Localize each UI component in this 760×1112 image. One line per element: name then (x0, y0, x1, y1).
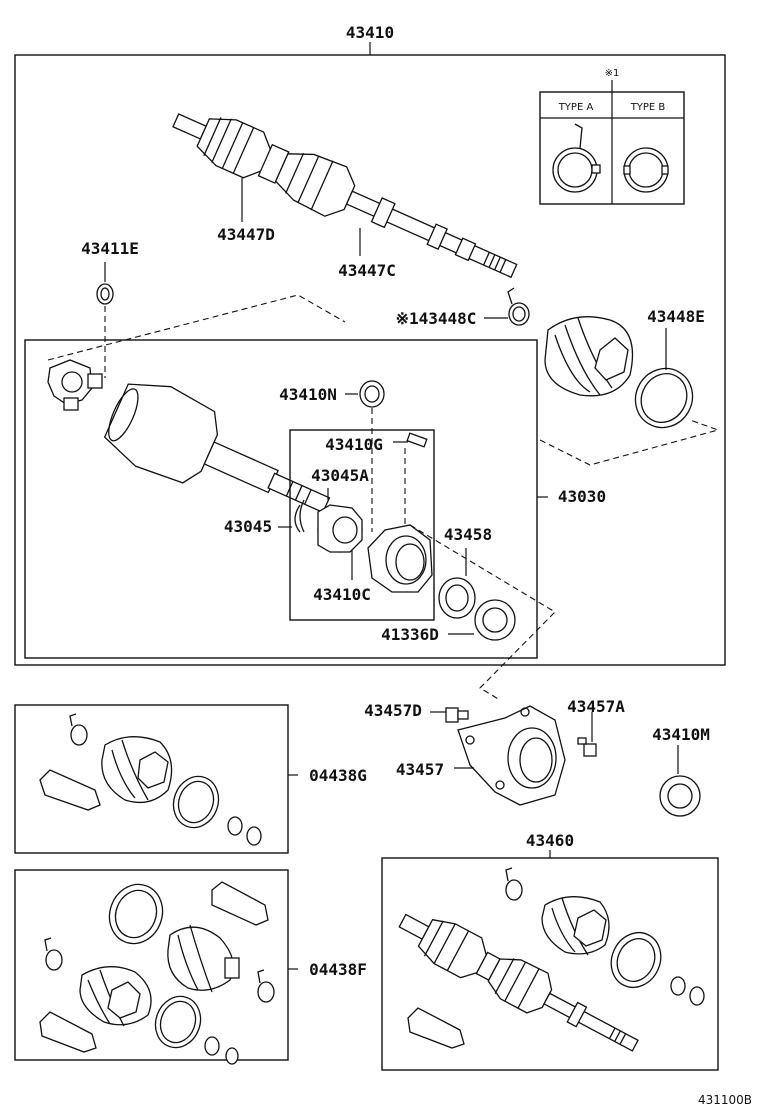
label-43457[interactable]: 43457 (396, 760, 444, 779)
boot-kit-F-parts-icon (39, 881, 275, 1065)
label-41336D[interactable]: 41336D (381, 625, 439, 644)
label-43448E[interactable]: 43448E (647, 307, 705, 326)
label-43410M[interactable]: 43410M (652, 725, 710, 744)
label-43448C[interactable]: ※143448C (396, 309, 477, 328)
seal-43458-icon (438, 577, 476, 619)
label-43045[interactable]: 43045 (224, 517, 272, 536)
label-04438G[interactable]: 04438G (309, 766, 367, 785)
housing-43410C-icon (367, 524, 433, 593)
bolt-43457D-icon (445, 707, 469, 723)
clamp-type-a-icon (552, 123, 601, 193)
drive-shaft-assembly-icon (172, 113, 518, 279)
label-43411E[interactable]: 43411E (81, 239, 139, 258)
label-43030[interactable]: 43030 (558, 487, 606, 506)
label-04438F[interactable]: 04438F (309, 960, 367, 979)
bolt-43457A-icon (577, 737, 597, 757)
inset-type-a: TYPE A (558, 102, 594, 113)
label-43457A[interactable]: 43457A (567, 697, 625, 716)
figure-code: 431100B (698, 1093, 752, 1107)
clamp-type-inset: ※1 TYPE A TYPE B (539, 68, 685, 205)
label-43447C[interactable]: 43447C (338, 261, 396, 280)
outboard-joint-frame: 43460 (381, 831, 719, 1071)
label-43410[interactable]: 43410 (346, 23, 394, 42)
label-43460[interactable]: 43460 (526, 831, 574, 850)
label-43410C[interactable]: 43410C (313, 585, 371, 604)
boot-kit-G-parts-icon (39, 713, 262, 846)
outer-race-shaft-icon (103, 383, 331, 514)
label-43458[interactable]: 43458 (444, 525, 492, 544)
label-43410N[interactable]: 43410N (279, 385, 337, 404)
pin-43410G-icon (406, 432, 428, 448)
label-43410G[interactable]: 43410G (325, 435, 383, 454)
clamp-43448C-icon (507, 287, 530, 326)
inset-note: ※1 (605, 68, 620, 79)
bracket-43457-icon (457, 705, 566, 806)
boot-kit-G-frame: 04438G (14, 704, 367, 854)
snap-ring-43410N-icon (359, 380, 385, 408)
clip-43411E-icon (96, 283, 114, 305)
label-43457D[interactable]: 43457D (364, 701, 422, 720)
label-43045A[interactable]: 43045A (311, 466, 369, 485)
boot-43448E-icon (544, 316, 694, 429)
bearing-detail-frame (289, 429, 435, 621)
tripod-joint-icon (47, 359, 103, 411)
inboard-joint-frame: 43030 (24, 339, 606, 659)
bearing-43045-icon (294, 499, 363, 553)
clamp-type-b-icon (623, 147, 669, 193)
main-assembly-frame: 43410 (14, 23, 726, 666)
seal-43410M-icon (659, 775, 701, 817)
bearing-41336D-icon (474, 599, 516, 641)
label-43447D[interactable]: 43447D (217, 225, 275, 244)
inset-type-b: TYPE B (630, 102, 666, 113)
boot-kit-F-frame: 04438F (14, 869, 367, 1061)
outboard-joint-parts-icon (398, 867, 705, 1052)
